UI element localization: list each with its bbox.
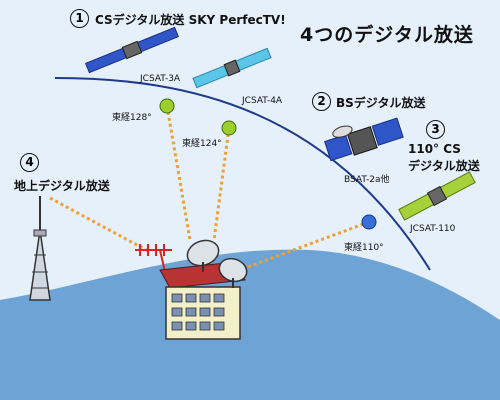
- satellite-icon: [324, 117, 404, 162]
- geostationary-orbit: [54, 77, 431, 271]
- satellite-icon: [192, 47, 272, 89]
- building-icon: [159, 261, 246, 340]
- orbit-label-124: 東経124°: [182, 139, 222, 149]
- orbit-node-128: [159, 98, 175, 114]
- orbit-label-110: 東経110°: [344, 243, 384, 253]
- broadcast-tower-icon: [29, 196, 51, 301]
- satellite-label-jcsat110: JCSAT-110: [410, 224, 456, 234]
- diagram-title: 4つのデジタル放送: [300, 24, 474, 46]
- satellite-label-jcsat4a: JCSAT-4A: [242, 96, 283, 106]
- aerial-antenna-icon: [135, 244, 172, 273]
- section-label-cs110-line2: デジタル放送: [408, 159, 480, 173]
- dish-antenna-icon: [218, 257, 248, 288]
- section-label-cs: CSデジタル放送 SKY PerfecTV!: [95, 13, 286, 27]
- section-label-terrestrial: 地上デジタル放送: [14, 179, 110, 193]
- satellite-icon: [84, 26, 180, 74]
- section-number-bs: 2: [312, 92, 331, 111]
- section-number-cs: 1: [70, 9, 89, 28]
- satellite-label-bsat: BSAT-2a他: [344, 175, 390, 185]
- satellite-icon: [398, 171, 476, 221]
- section-label-cs110-line1: 110° CS: [408, 142, 461, 156]
- section-number-cs110: 3: [426, 120, 445, 139]
- signal-lines: [49, 105, 370, 270]
- ground: [0, 249, 500, 400]
- section-number-terrestrial: 4: [20, 153, 39, 172]
- orbit-node-124: [221, 120, 237, 136]
- orbit-label-128: 東経128°: [112, 113, 152, 123]
- satellite-label-jcsat3a: JCSAT-3A: [140, 74, 181, 84]
- section-label-bs: BSデジタル放送: [336, 96, 426, 110]
- orbit-node-110: [361, 214, 377, 230]
- dish-antenna-icon: [186, 239, 220, 272]
